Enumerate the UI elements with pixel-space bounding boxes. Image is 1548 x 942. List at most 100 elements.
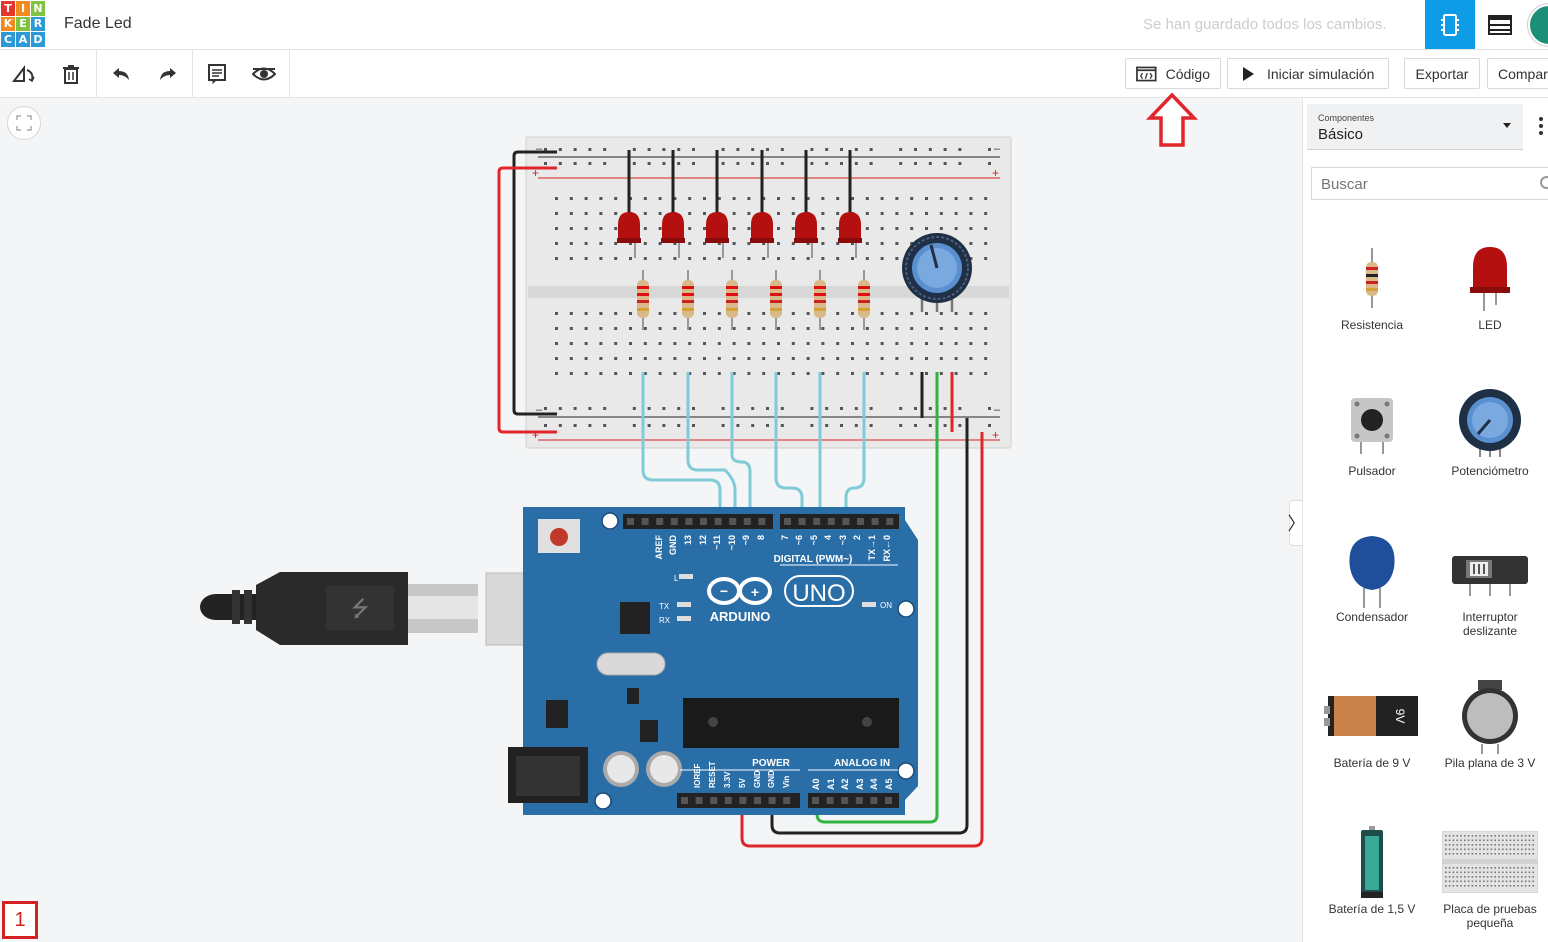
start-simulation-label: Iniciar simulación xyxy=(1267,65,1375,82)
toolbar-divider xyxy=(192,50,193,98)
visibility-button[interactable] xyxy=(249,60,279,88)
digital-pin-label: 13 xyxy=(683,535,693,545)
share-button[interactable]: Compartir xyxy=(1487,58,1548,89)
undo-icon xyxy=(113,68,129,80)
digital-pin-label: TX→1 xyxy=(867,535,877,561)
document-title[interactable]: Fade Led xyxy=(64,15,132,32)
battery-9v-icon: 9V xyxy=(1324,696,1418,736)
part-battery-aa[interactable]: Batería de 1,5 V xyxy=(1317,822,1427,916)
user-avatar[interactable] xyxy=(1528,4,1548,46)
play-icon xyxy=(1243,66,1254,81)
fit-view-button[interactable] xyxy=(7,106,41,140)
coin-battery-icon xyxy=(1462,680,1518,754)
redo-icon xyxy=(160,68,176,80)
part-breadboard-small[interactable]: Placa de pruebas pequeña xyxy=(1435,822,1545,930)
battery-label: 9V xyxy=(1393,709,1407,724)
board-brand-label: ARDUINO xyxy=(710,609,771,624)
digital-pin-label: ~5 xyxy=(809,535,819,545)
top-bar: T I N K E R C A D Fade Led Se han guarda… xyxy=(0,0,1548,50)
digital-pin-label: ~6 xyxy=(794,535,804,545)
part-resistor[interactable]: Resistencia xyxy=(1317,238,1427,332)
digital-pin-label: ~10 xyxy=(727,535,737,550)
digital-pin-label: 2 xyxy=(852,535,862,540)
start-simulation-button[interactable]: Iniciar simulación xyxy=(1227,58,1389,89)
svg-text:–: – xyxy=(994,404,1001,416)
more-options-icon[interactable] xyxy=(1539,116,1543,136)
svg-text:⭍: ⭍ xyxy=(351,597,369,622)
redo-button[interactable] xyxy=(153,60,183,88)
battery-aa-icon xyxy=(1361,826,1383,898)
trash-icon xyxy=(63,65,79,84)
digital-pin-label: ~9 xyxy=(741,535,751,545)
power-pin-label: GND xyxy=(767,770,776,788)
power-pin-label: RESET xyxy=(708,761,717,788)
svg-text:+: + xyxy=(532,166,539,180)
circuit-view-button[interactable] xyxy=(1425,0,1475,49)
svg-text:L: L xyxy=(674,574,679,583)
part-battery-9v[interactable]: 9V Batería de 9 V xyxy=(1317,676,1427,770)
digital-pin-label: ~11 xyxy=(712,535,722,550)
toolbar-divider xyxy=(96,50,97,98)
power-pin-label: GND xyxy=(753,770,762,788)
part-capacitor[interactable]: Condensador xyxy=(1317,530,1427,624)
svg-text:–: – xyxy=(536,143,543,155)
svg-text:+: + xyxy=(751,584,759,600)
analog-label: ANALOG IN xyxy=(834,758,890,769)
schematic-view-button[interactable] xyxy=(1475,0,1525,49)
search-field[interactable] xyxy=(1311,167,1548,200)
part-potentiometer[interactable]: Potenciómetro xyxy=(1435,384,1545,478)
undo-button[interactable] xyxy=(106,60,136,88)
components-dropdown[interactable]: Componentes Básico xyxy=(1307,104,1523,150)
digital-pin-label: RX←0 xyxy=(882,535,892,562)
chevron-down-icon xyxy=(1503,123,1511,128)
page-indicator: 1 xyxy=(2,901,38,939)
analog-pin-label: A3 xyxy=(855,778,865,790)
slide-switch-icon xyxy=(1452,556,1528,596)
analog-pin-label: A2 xyxy=(840,778,850,790)
chevron-right-icon: 〉 xyxy=(1287,514,1306,534)
power-label: POWER xyxy=(752,758,791,769)
fit-view-icon xyxy=(16,115,32,131)
analog-pin-label: A5 xyxy=(884,778,894,790)
list-view-icon xyxy=(1488,14,1512,35)
potentiometer[interactable] xyxy=(902,233,972,312)
delete-button[interactable] xyxy=(56,60,86,88)
part-coin-battery[interactable]: Pila plana de 3 V xyxy=(1435,676,1545,770)
capacitor-icon xyxy=(1349,536,1395,608)
part-led[interactable]: LED xyxy=(1435,238,1545,332)
search-icon xyxy=(1540,176,1548,189)
digital-pin-label: AREF xyxy=(654,534,664,559)
svg-text:RX: RX xyxy=(659,616,671,625)
digital-pin-label: 8 xyxy=(756,535,766,540)
components-panel: Componentes Básico Resistencia LED Pulsa… xyxy=(1302,98,1548,942)
export-button[interactable]: Exportar xyxy=(1404,58,1480,89)
digital-pin-label: 12 xyxy=(698,535,708,545)
panel-toggle-button[interactable]: 〉 xyxy=(1287,500,1306,546)
part-slide-switch[interactable]: Interruptor deslizante xyxy=(1435,530,1545,638)
power-pin-label: IOREF xyxy=(693,763,702,788)
digital-pin-label: 4 xyxy=(823,535,833,540)
components-dropdown-label: Componentes xyxy=(1318,113,1375,123)
rotate-button[interactable] xyxy=(9,60,39,88)
digital-pin-label: ~3 xyxy=(838,535,848,545)
digital-pin-label: 7 xyxy=(780,535,790,540)
board-model-label: UNO xyxy=(792,580,845,607)
resistor-icon xyxy=(1366,248,1378,308)
svg-text:+: + xyxy=(532,428,539,442)
part-pushbutton[interactable]: Pulsador xyxy=(1317,384,1427,478)
power-pin-label: 3.3V xyxy=(723,771,732,788)
toolbar-divider xyxy=(289,50,290,98)
power-pin-label: 5V xyxy=(738,778,747,788)
notes-button[interactable] xyxy=(202,60,232,88)
search-input[interactable] xyxy=(1321,176,1521,193)
tinkercad-logo[interactable]: T I N K E R C A D xyxy=(1,1,45,47)
code-button[interactable]: Código xyxy=(1125,58,1221,89)
power-pin-label: Vin xyxy=(782,776,791,788)
digital-pin-label: GND xyxy=(668,535,678,556)
analog-pin-label: A1 xyxy=(826,778,836,790)
pushbutton-icon xyxy=(1351,398,1393,454)
arduino-uno-board[interactable]: − + UNO ARDUINO DIGITAL (PWM~) POWER ANA… xyxy=(508,507,918,815)
save-status: Se han guardado todos los cambios. xyxy=(1143,16,1387,33)
svg-text:+: + xyxy=(992,428,999,442)
